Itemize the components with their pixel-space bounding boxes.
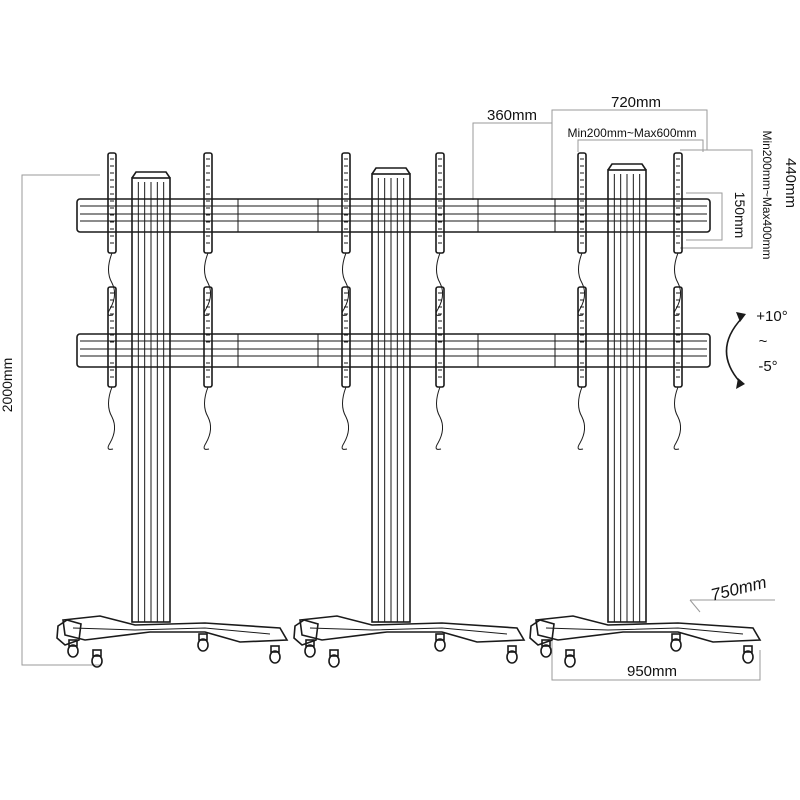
columns [131, 163, 647, 623]
tilt-arrow [725, 312, 746, 389]
tilt-separator: ~ [759, 333, 768, 350]
tilt-up-label: +10° [756, 308, 787, 325]
tilt-down-label: -5° [758, 358, 777, 375]
bracket-5-2 [577, 286, 587, 450]
vesa-v-range-label: Min200mm~Max400mm [760, 130, 774, 259]
bottom-rail [76, 333, 711, 368]
bracket-depth-label: 440mm [782, 158, 799, 208]
column-2 [371, 167, 411, 623]
base-1 [56, 615, 289, 668]
bracket-1-1 [107, 152, 117, 316]
vesa-h-range-label: Min200mm~Max600mm [567, 126, 696, 140]
bracket-6-1 [673, 152, 683, 316]
bracket-gap-label: 150mm [732, 192, 748, 239]
bracket-5-1 [577, 152, 587, 316]
bracket-4-1 [435, 152, 445, 316]
base-3 [529, 615, 762, 668]
column-1 [131, 171, 171, 623]
bracket-1-2 [107, 286, 117, 450]
offset-label: 360mm [487, 107, 537, 124]
vesa-h-dimension-line [577, 139, 704, 152]
dimension-lines [21, 109, 775, 681]
bracket-depth-dimension-line [680, 149, 753, 249]
base-2 [293, 615, 526, 668]
vesa-brackets [107, 152, 683, 450]
width-dimension-line [551, 109, 708, 200]
bracket-3-2 [341, 286, 351, 450]
height-label: 2000mm [0, 358, 15, 412]
bracket-2-1 [203, 152, 213, 316]
bracket-2-2 [203, 286, 213, 450]
width-label: 720mm [611, 94, 661, 111]
bracket-4-2 [435, 286, 445, 450]
height-dimension-line [21, 174, 100, 666]
bracket-3-1 [341, 152, 351, 316]
base-depth-dimension-line [689, 599, 775, 613]
bracket-6-2 [673, 286, 683, 450]
caster-bases [56, 615, 762, 668]
base-width-dimension-line [551, 640, 761, 681]
column-3 [607, 163, 647, 623]
bracket-gap-dimension-line [686, 192, 723, 241]
top-rail [76, 198, 711, 233]
base-width-label: 950mm [627, 663, 677, 680]
offset-dimension-line [472, 122, 552, 200]
